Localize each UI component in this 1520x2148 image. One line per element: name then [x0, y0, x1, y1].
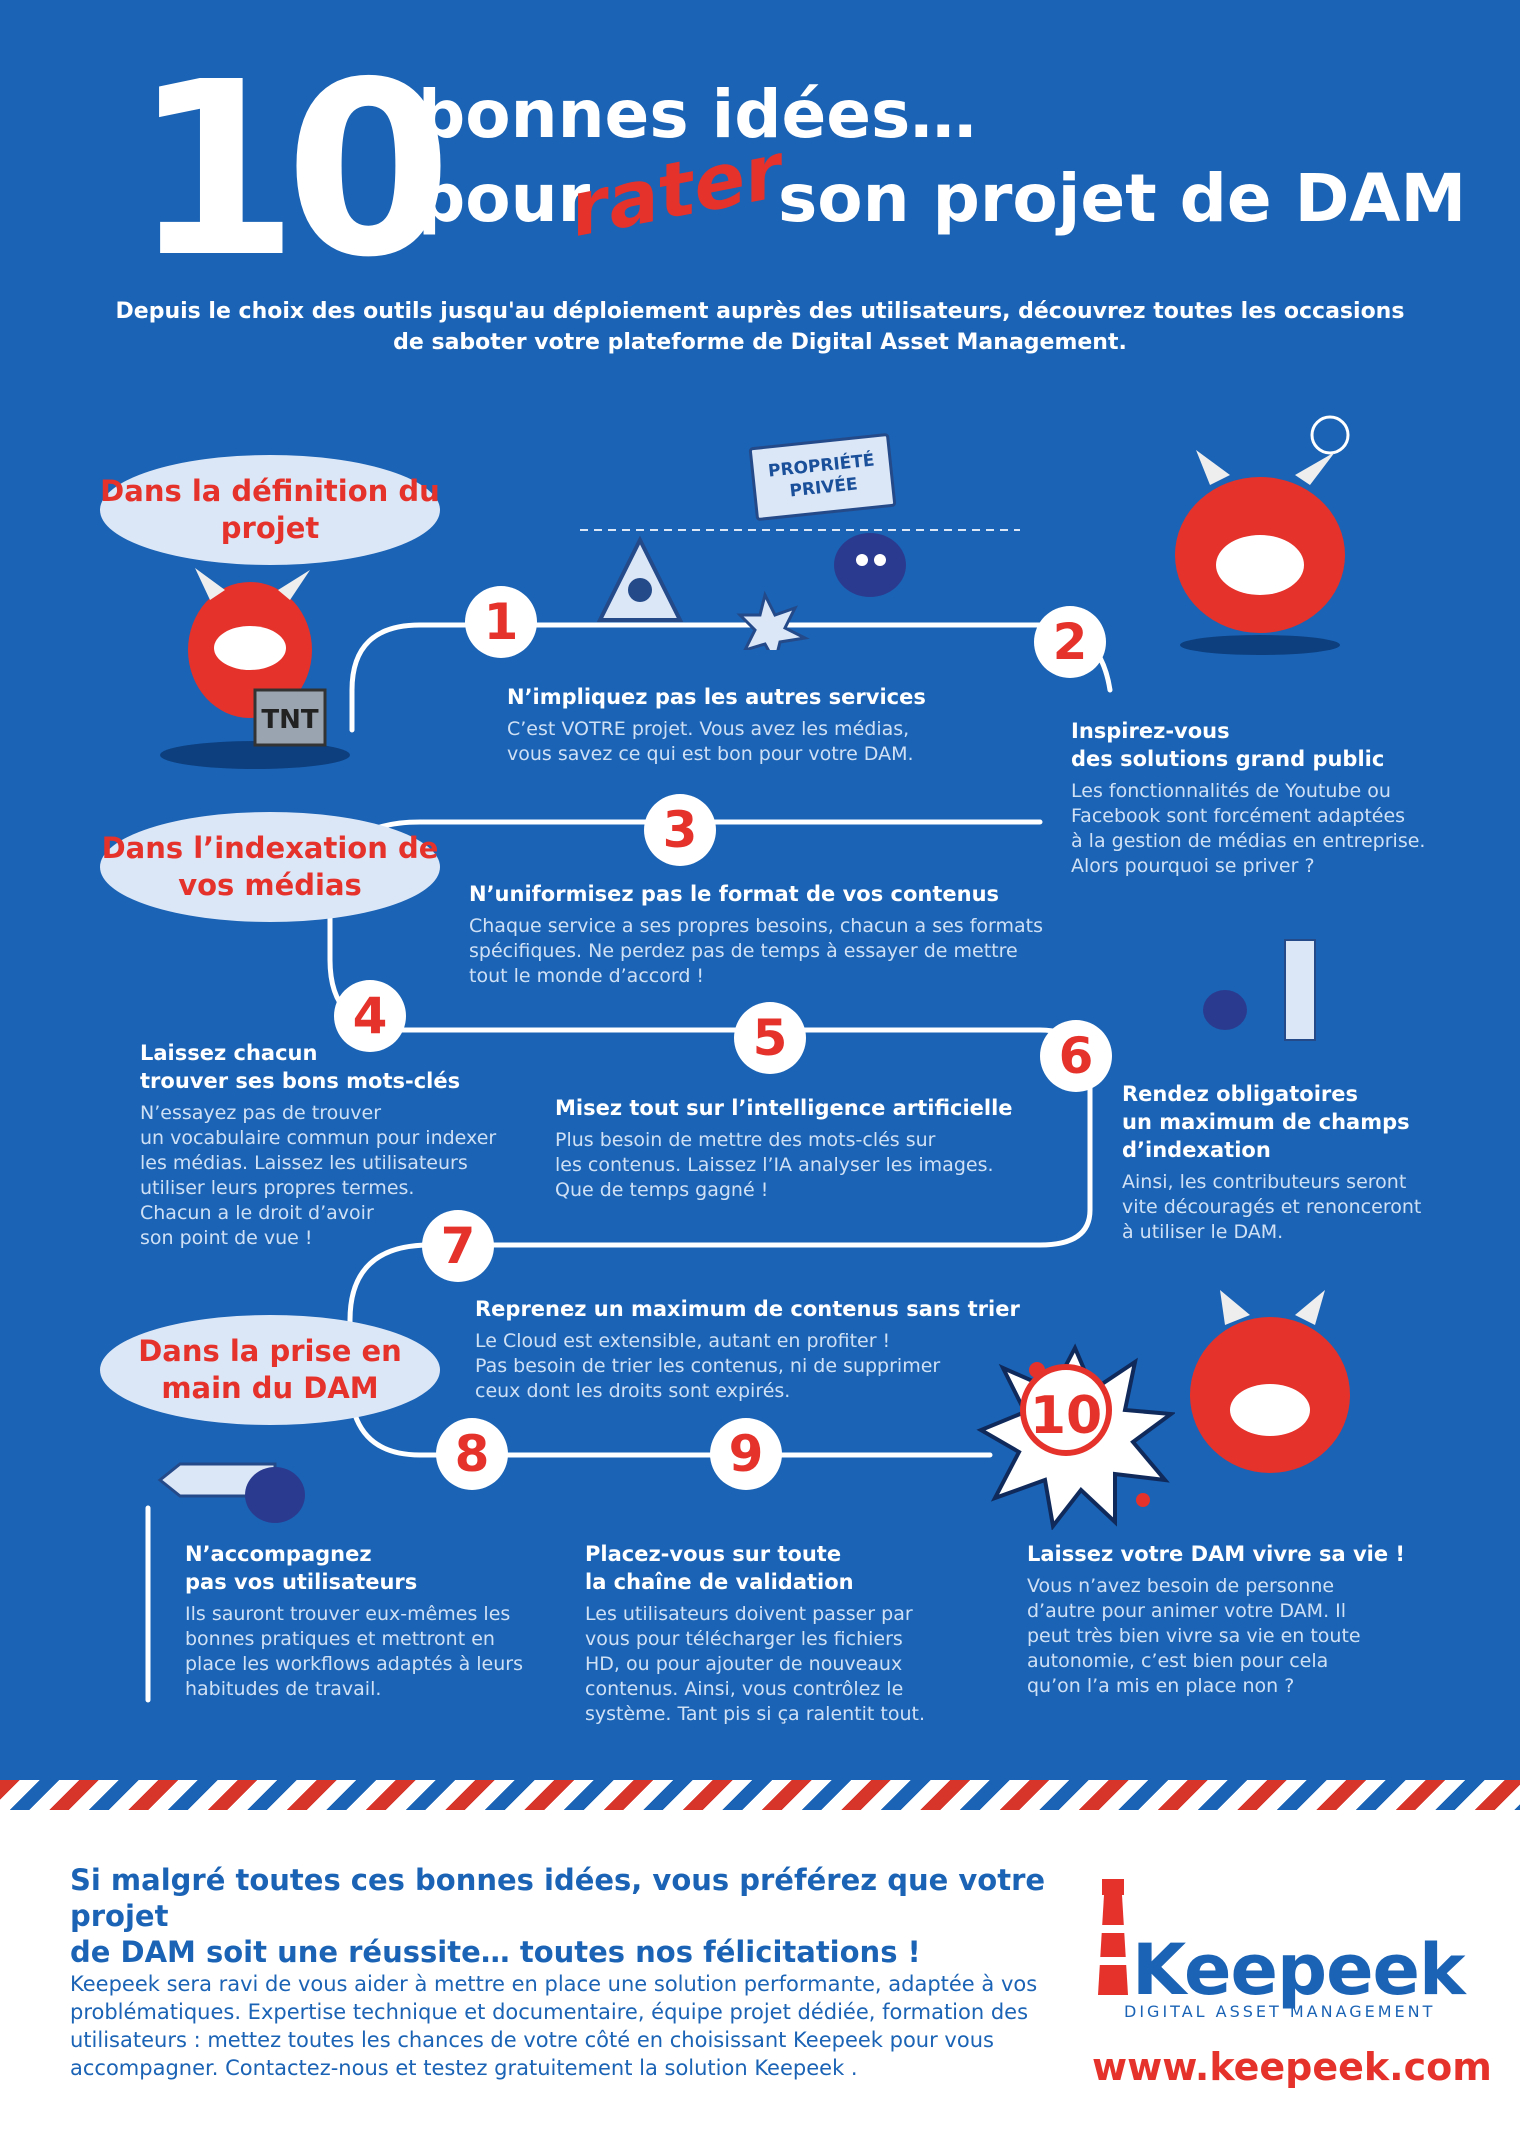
step-number-2: 2: [1034, 606, 1106, 678]
keepeek-tagline: DIGITAL ASSET MANAGEMENT: [1124, 2002, 1436, 2021]
step-title: Inspirez-vous des solutions grand public: [1071, 719, 1385, 771]
blue-monster-papers-icon: [1203, 939, 1316, 1041]
step-number-9: 9: [710, 1418, 782, 1490]
step-title: Reprenez un maximum de contenus sans tri…: [475, 1297, 1020, 1321]
step-5: Misez tout sur l’intelligence artificiel…: [555, 1094, 1015, 1203]
step-number-1: 1: [465, 586, 537, 658]
red-monster-idea-icon: [1175, 415, 1350, 655]
step-title: Placez-vous sur toute la chaîne de valid…: [585, 1542, 854, 1594]
step-7: Reprenez un maximum de contenus sans tri…: [475, 1295, 1035, 1404]
section-label: Dans l’indexation de vos médias: [101, 831, 439, 902]
private-property-sign: PROPRIÉTÉ PRIVÉE: [748, 432, 897, 522]
step-number-10: 10: [1020, 1364, 1112, 1456]
section-bubble-indexation: Dans l’indexation de vos médias: [100, 812, 440, 922]
step-4: Laissez chacun trouver ses bons mots-clé…: [140, 1039, 540, 1251]
step-title: N’uniformisez pas le format de vos conte…: [469, 882, 1000, 906]
step-text: Ainsi, les contributeurs seront vite déc…: [1122, 1171, 1422, 1243]
step-title: Laissez votre DAM vivre sa vie !: [1027, 1542, 1405, 1566]
warning-and-monster-icon: [580, 529, 1020, 650]
step-text: Le Cloud est extensible, autant en profi…: [475, 1330, 941, 1402]
red-monster-laughing-icon: [1190, 1290, 1350, 1473]
step-number-7: 7: [422, 1210, 494, 1282]
step-2: Inspirez-vous des solutions grand public…: [1071, 717, 1491, 879]
step-number-5: 5: [734, 1002, 806, 1074]
signpost-monster-icon: [157, 1462, 305, 1523]
section-label: Dans la prise en main du DAM: [138, 1334, 402, 1405]
intro-text: Depuis le choix des outils jusqu'au dépl…: [115, 299, 1405, 355]
step-number-3: 3: [644, 794, 716, 866]
section-bubble-prise-en-main: Dans la prise en main du DAM: [100, 1315, 440, 1425]
step-text: C’est VOTRE projet. Vous avez les médias…: [507, 718, 914, 765]
step-number-8: 8: [436, 1418, 508, 1490]
step-title: Misez tout sur l’intelligence artificiel…: [555, 1096, 1013, 1120]
step-number-6: 6: [1040, 1020, 1112, 1092]
step-text: Plus besoin de mettre des mots-clés sur …: [555, 1129, 994, 1201]
footer-headline: Si malgré toutes ces bonnes idées, vous …: [70, 1863, 1046, 1969]
step-10: Laissez votre DAM vivre sa vie ! Vous n’…: [1027, 1540, 1447, 1699]
step-title: Laissez chacun trouver ses bons mots-clé…: [140, 1041, 461, 1093]
footer-body: Keepeek sera ravi de vous aider à mettre…: [70, 1972, 1038, 2080]
tnt-label: TNT: [261, 705, 318, 735]
step-1: N’impliquez pas les autres services C’es…: [507, 683, 977, 767]
step-text: Les fonctionnalités de Youtube ou Facebo…: [1071, 780, 1426, 877]
step-8: N’accompagnez pas vos utilisateurs Ils s…: [185, 1540, 565, 1702]
step-text: Les utilisateurs doivent passer par vous…: [585, 1603, 926, 1725]
website-link[interactable]: www.keepeek.com: [1092, 2045, 1492, 2089]
step-text: Vous n’avez besoin de personne d’autre p…: [1027, 1575, 1361, 1697]
step-text: Chaque service a ses propres besoins, ch…: [469, 915, 1044, 987]
step-3: N’uniformisez pas le format de vos conte…: [469, 880, 1089, 989]
red-monster-tnt-icon: TNT: [160, 568, 350, 769]
step-text: N’essayez pas de trouver un vocabulaire …: [140, 1102, 497, 1249]
section-label: Dans la définition du projet: [100, 474, 440, 545]
title-line-1: bonnes idées…: [418, 76, 977, 153]
step-9: Placez-vous sur toute la chaîne de valid…: [585, 1540, 995, 1727]
section-bubble-definition: Dans la définition du projet: [100, 455, 440, 565]
step-number-4: 4: [334, 980, 406, 1052]
lighthouse-logo-icon: [1096, 1879, 1130, 1995]
step-6: Rendez obligatoires un maximum de champs…: [1122, 1080, 1492, 1245]
keepeek-logo: Keepeek: [1132, 1929, 1466, 2011]
title-number: 10: [132, 30, 452, 310]
airmail-stripe: [0, 1780, 1520, 1810]
title-line-2-start: pour: [418, 160, 591, 237]
step-text: Ils sauront trouver eux-mêmes les bonnes…: [185, 1603, 524, 1700]
step-title: Rendez obligatoires un maximum de champs…: [1122, 1082, 1410, 1162]
title-line-2-end: son projet de DAM: [778, 160, 1467, 237]
step-title: N’impliquez pas les autres services: [507, 685, 926, 709]
step-title: N’accompagnez pas vos utilisateurs: [185, 1542, 418, 1594]
